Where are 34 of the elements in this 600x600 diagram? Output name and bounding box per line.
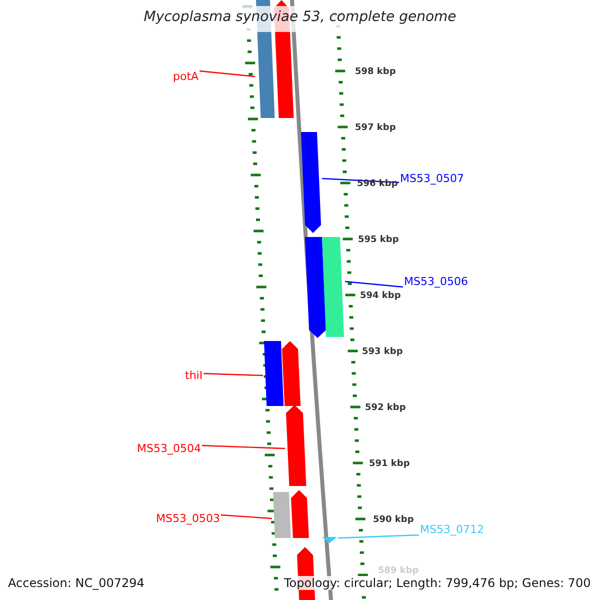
gene-label: thiI — [185, 369, 203, 382]
tick-label: 593 kbp — [362, 347, 403, 357]
gene-block — [273, 492, 291, 538]
leader-line — [322, 178, 400, 184]
tick-label: 591 kbp — [369, 459, 410, 469]
feature-marker — [322, 537, 337, 543]
gene-label: MS53_0506 — [404, 275, 468, 288]
leader-line — [204, 372, 264, 376]
gene-block — [322, 237, 344, 337]
leader-line — [344, 280, 404, 288]
leader-line — [200, 70, 256, 78]
pointed-gene-block — [282, 341, 301, 406]
pointed-gene-block — [305, 237, 326, 338]
title: Mycoplasma synoviae 53, complete genome — [142, 9, 458, 25]
gene-block — [264, 341, 284, 406]
tick-label: 594 kbp — [360, 291, 401, 301]
gene-label: MS53_0507 — [400, 172, 464, 185]
leader-line — [220, 514, 272, 520]
tick-label: 590 kbp — [373, 515, 414, 525]
gene-label: MS53_0503 — [156, 512, 220, 525]
pointed-gene-block — [286, 405, 306, 486]
pointed-gene-block — [291, 490, 309, 538]
leader-line — [202, 444, 286, 450]
tick-label: 592 kbp — [365, 403, 406, 413]
pointed-gene-block — [301, 132, 322, 233]
gene-label: potA — [173, 70, 199, 83]
leader-line — [338, 534, 420, 539]
accession-label: Accession: NC_007294 — [8, 576, 144, 590]
tick-label: 598 kbp — [355, 67, 396, 77]
gene-label: MS53_0504 — [137, 442, 201, 455]
tick-label: 595 kbp — [358, 235, 399, 245]
tick-label: 597 kbp — [355, 123, 396, 133]
genome-summary: Topology: circular; Length: 799,476 bp; Genes: 700 — [284, 576, 591, 590]
gene-label: MS53_0712 — [420, 523, 484, 536]
